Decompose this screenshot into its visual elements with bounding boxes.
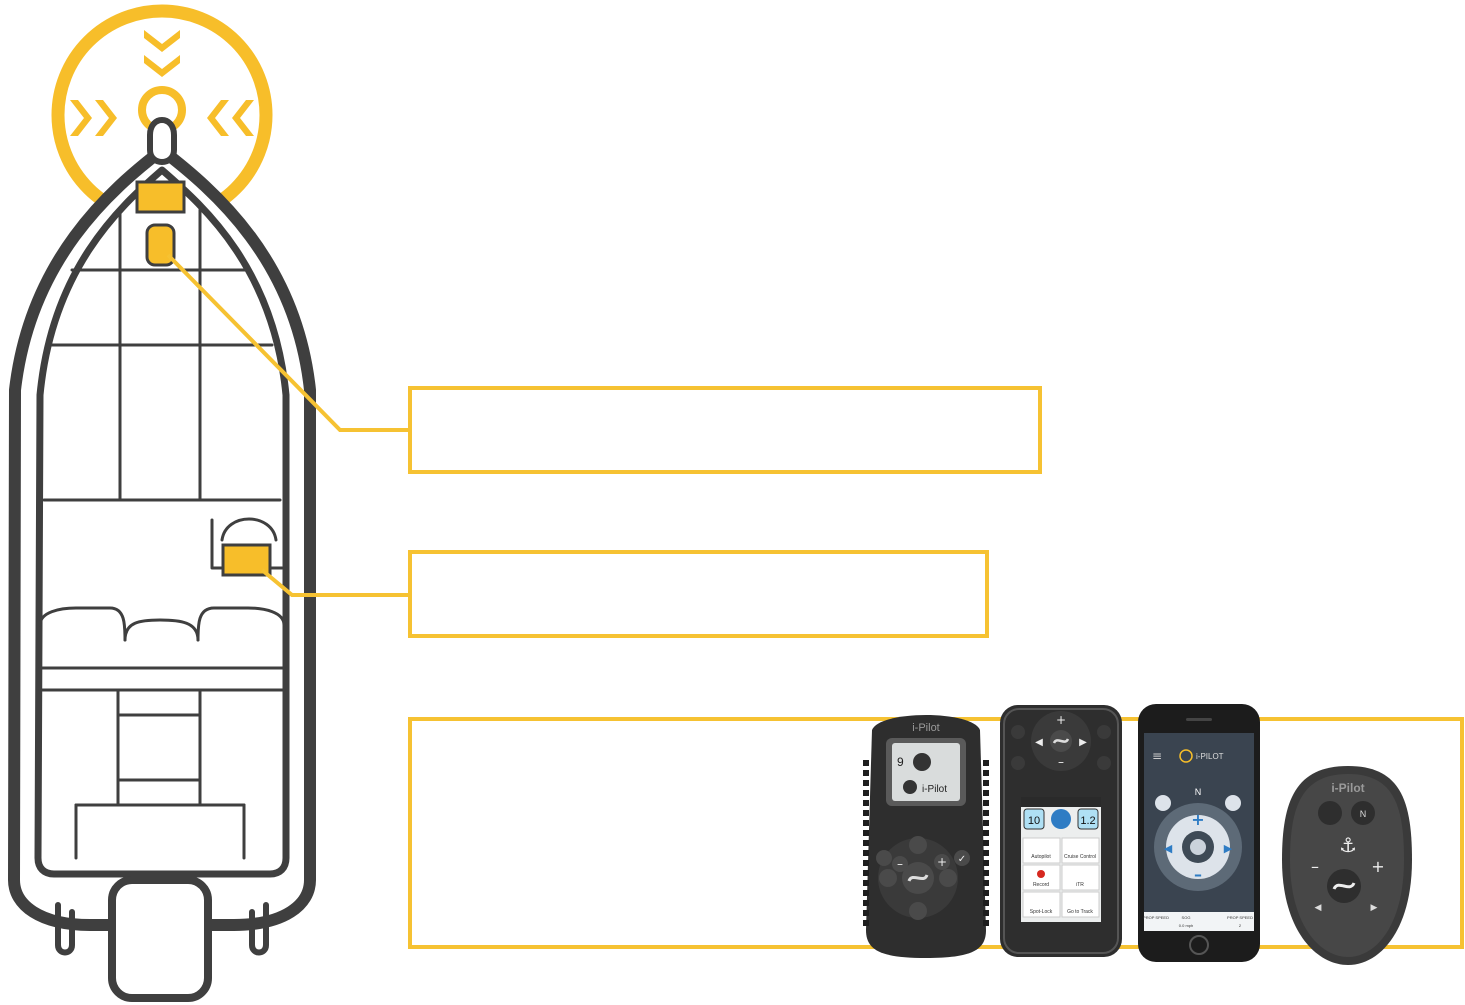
plus-icon[interactable]: + — [1191, 810, 1204, 829]
arrow-right-icon[interactable]: ▶ — [1079, 737, 1087, 748]
micro-remote: i-Pilot N ⚓ – + ◀ ▶ — [1282, 766, 1412, 965]
remote-1-brand: i-Pilot — [912, 722, 940, 734]
svg-text:✓: ✓ — [958, 854, 966, 865]
leader-lines — [166, 253, 410, 597]
hand-icon[interactable] — [1011, 725, 1025, 739]
home-icon[interactable] — [1097, 756, 1111, 770]
phone-footer-value: 2 — [1239, 923, 1242, 928]
menu-item: Cruise Control — [1064, 854, 1096, 860]
boat-hull — [8, 117, 316, 1002]
anchor-icon[interactable] — [1225, 795, 1241, 811]
plus-icon[interactable] — [934, 854, 950, 870]
arrow-left-icon[interactable]: ◀ — [1164, 842, 1173, 855]
minus-icon[interactable] — [892, 856, 908, 872]
micro-remote-brand: i-Pilot — [1331, 781, 1364, 795]
chevron-left-icon — [207, 100, 254, 136]
remote-2-value-1: 10 — [1028, 815, 1040, 827]
arrow-right-icon[interactable]: ▶ — [1224, 842, 1233, 855]
chevron-right-icon — [70, 100, 117, 136]
remote-2-value-2: 1.2 — [1080, 815, 1095, 827]
menu-item: Spot-Lock — [1030, 909, 1053, 915]
arrow-right-icon[interactable] — [939, 869, 957, 887]
phone-footer-value: 0.0 mph — [1179, 923, 1193, 928]
phone-app: ≡ i-PILOT N + – ◀ ▶ PROP SPEED SOG 0.0 m… — [1138, 704, 1260, 962]
menu-item: Autopilot — [1031, 854, 1051, 860]
phone-footer-label: PROP SPEED — [1143, 915, 1169, 920]
remote-1-logo: i-Pilot — [922, 784, 947, 795]
menu-icon[interactable]: ≡ — [1152, 749, 1162, 763]
svg-text:–: – — [897, 857, 903, 871]
plus-icon[interactable]: + — [1056, 713, 1066, 727]
check-icon[interactable] — [1097, 725, 1111, 739]
arrow-left-icon[interactable]: ◀ — [1035, 737, 1043, 748]
minus-icon[interactable]: – — [1311, 857, 1319, 876]
anchor-icon[interactable] — [909, 902, 927, 920]
phone-app-name: i-PILOT — [1196, 752, 1224, 761]
phone-footer-label: PROP SPEED — [1227, 915, 1253, 920]
arrow-right-icon[interactable]: ▶ — [1371, 903, 1378, 913]
remote-ipilot-classic: i-Pilot 9 i-Pilot + – ✓ — [863, 715, 989, 958]
menu-item: Record — [1033, 882, 1049, 888]
arrow-left-icon[interactable]: ◀ — [1315, 903, 1322, 913]
phone-footer-label: SOG — [1182, 915, 1191, 920]
callout-bow-sensor — [408, 386, 1042, 474]
spotlock-icon[interactable] — [909, 836, 927, 854]
micro-remote-heading: N — [1360, 809, 1367, 819]
remote-ipilot-link: + – ◀ ▶ 10 1.2 Autopilot Cruise Control … — [1000, 705, 1122, 957]
bow-sensor-marker — [135, 180, 186, 267]
anchor-icon[interactable] — [1011, 756, 1025, 770]
home-button[interactable] — [1189, 935, 1209, 955]
plus-icon[interactable]: + — [1371, 857, 1384, 876]
chevron-down-icon — [144, 30, 180, 77]
minus-icon[interactable]: – — [1058, 755, 1064, 769]
remote-1-screen-value: 9 — [897, 755, 904, 769]
menu-item: iTR — [1076, 882, 1084, 888]
minus-icon[interactable]: – — [1194, 865, 1202, 884]
phone-heading: N — [1195, 787, 1202, 797]
callout-console-sensor — [408, 550, 989, 638]
compass-icon[interactable] — [1318, 801, 1342, 825]
menu-item: Go to Track — [1067, 909, 1093, 915]
svg-text:+: + — [937, 855, 947, 869]
arrow-left-icon[interactable] — [879, 869, 897, 887]
check-icon[interactable] — [954, 850, 970, 866]
anchor-icon[interactable]: ⚓ — [1339, 833, 1357, 857]
compass-icon[interactable] — [1155, 795, 1171, 811]
home-icon[interactable] — [876, 850, 892, 866]
